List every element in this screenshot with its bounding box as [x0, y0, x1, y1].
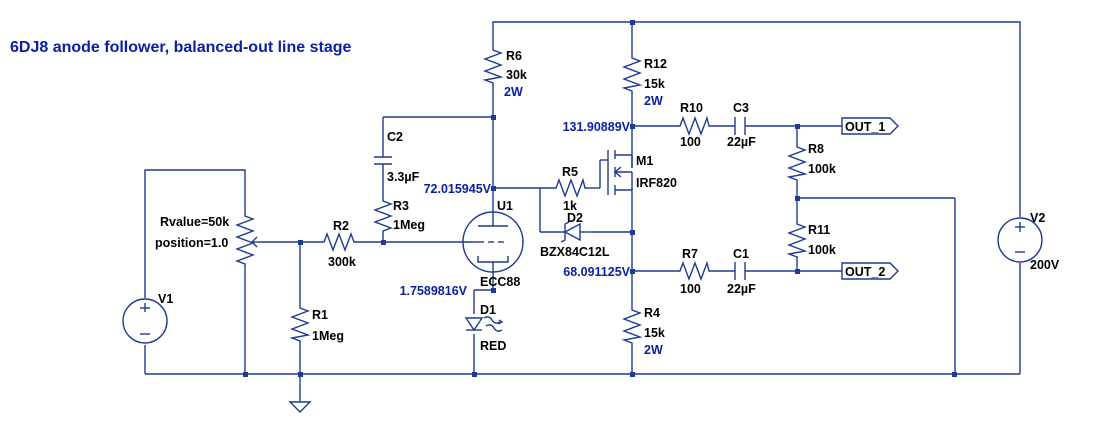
- r6-power: 2W: [504, 85, 523, 99]
- d1-led-symbol[interactable]: [464, 316, 504, 332]
- r7-name: R7: [682, 247, 698, 261]
- r4-name: R4: [644, 306, 660, 320]
- c1-symbol[interactable]: [734, 262, 746, 280]
- r12-power: 2W: [644, 94, 663, 108]
- d2-name: D2: [567, 211, 583, 225]
- c2-symbol[interactable]: [374, 156, 392, 172]
- r2-name: R2: [333, 219, 349, 233]
- c3-name: C3: [733, 101, 749, 115]
- r3-symbol[interactable]: [373, 195, 393, 232]
- node-voltage-source: 68.091125V: [563, 265, 630, 279]
- u1-triode-symbol[interactable]: [462, 211, 524, 273]
- out2-label: OUT_2: [845, 265, 885, 279]
- r10-value: 100: [680, 135, 701, 149]
- pot-rvalue: Rvalue=50k: [160, 215, 229, 229]
- ground-symbol: [288, 401, 312, 413]
- r2-symbol[interactable]: [318, 232, 360, 252]
- r1-value: 1Meg: [312, 329, 344, 343]
- r3-value: 1Meg: [393, 218, 425, 232]
- r12-value: 15k: [644, 77, 665, 91]
- schematic-title: 6DJ8 anode follower, balanced-out line s…: [10, 39, 352, 56]
- node-voltage-cathode: 1.7589816V: [400, 284, 468, 298]
- r10-symbol[interactable]: [674, 115, 712, 136]
- r6-symbol[interactable]: [482, 44, 504, 88]
- r1-symbol[interactable]: [289, 302, 311, 345]
- r8-value: 100k: [808, 162, 836, 176]
- junction-dots: [243, 20, 957, 377]
- d2-value: BZX84C12L: [540, 245, 610, 259]
- r4-power: 2W: [644, 343, 663, 357]
- v1-source-symbol[interactable]: [122, 298, 168, 344]
- r7-value: 100: [680, 282, 701, 296]
- r11-value: 100k: [808, 243, 836, 257]
- r5-symbol[interactable]: [550, 177, 588, 198]
- out2-port[interactable]: OUT_2: [841, 262, 899, 280]
- r5-value: 1k: [563, 199, 577, 213]
- c2-name: C2: [387, 130, 403, 144]
- c1-name: C1: [733, 247, 749, 261]
- u1-name: U1: [497, 199, 513, 213]
- out1-label: OUT_1: [845, 120, 885, 134]
- m1-value: IRF820: [636, 176, 677, 190]
- out1-port[interactable]: OUT_1: [841, 117, 899, 135]
- u1-value: ECC88: [480, 275, 520, 289]
- r4-value: 15k: [644, 326, 665, 340]
- node-voltage-anode: 72.015945V: [424, 182, 492, 196]
- c2-value: 3.3µF: [387, 170, 420, 184]
- pot-position: position=1.0: [155, 236, 228, 250]
- r1-name: R1: [312, 308, 328, 322]
- r11-name: R11: [808, 223, 830, 237]
- c3-symbol[interactable]: [734, 117, 746, 135]
- r8-symbol[interactable]: [786, 141, 808, 184]
- v2-value: 200V: [1030, 258, 1060, 272]
- wires: [144, 21, 1021, 392]
- r4-symbol[interactable]: [621, 304, 643, 347]
- d2-zener-symbol[interactable]: [560, 221, 592, 243]
- r12-symbol[interactable]: [621, 52, 643, 95]
- r11-symbol[interactable]: [786, 218, 808, 261]
- r6-value: 30k: [506, 68, 527, 82]
- m1-name: M1: [636, 154, 653, 168]
- r6-name: R6: [506, 49, 522, 63]
- d1-name: D1: [480, 303, 496, 317]
- v2-source-symbol[interactable]: [997, 217, 1043, 263]
- c1-value: 22µF: [727, 282, 756, 296]
- r3-name: R3: [393, 199, 409, 213]
- r2-value: 300k: [328, 255, 356, 269]
- potentiometer-symbol[interactable]: [235, 210, 262, 272]
- c3-value: 22µF: [727, 135, 756, 149]
- v1-name: V1: [158, 292, 173, 306]
- v2-name: V2: [1030, 211, 1045, 225]
- r12-name: R12: [644, 57, 667, 71]
- m1-mosfet-symbol[interactable]: [599, 150, 633, 195]
- r7-symbol[interactable]: [674, 260, 712, 281]
- r10-name: R10: [680, 101, 703, 115]
- r8-name: R8: [808, 142, 824, 156]
- r5-name: R5: [562, 165, 578, 179]
- d1-value: RED: [480, 339, 506, 353]
- node-voltage-drain: 131.90889V: [563, 120, 631, 134]
